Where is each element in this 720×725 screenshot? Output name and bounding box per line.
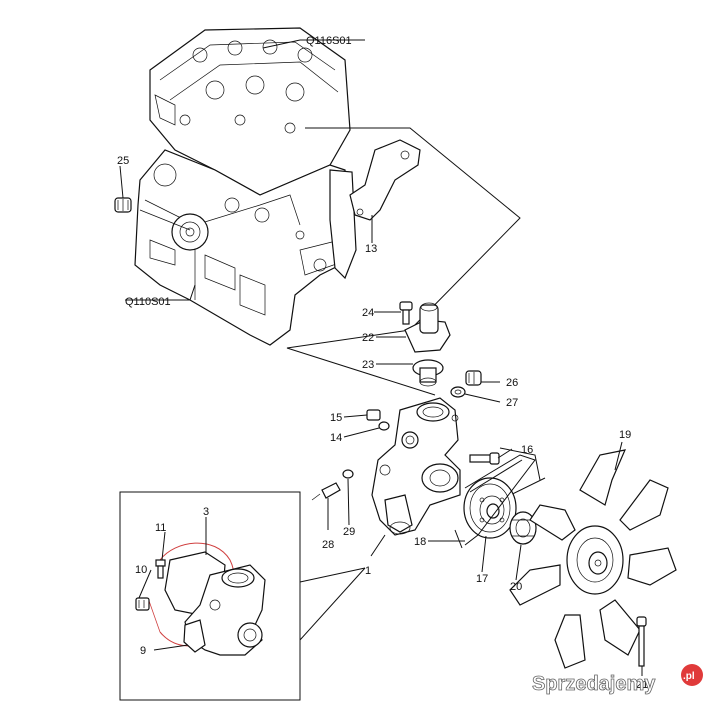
block-code-label: Q110S01 <box>125 296 171 308</box>
callout-16: 16 <box>521 444 533 456</box>
callout-26: 26 <box>506 377 518 389</box>
gasket-part-13 <box>349 139 421 221</box>
callout-labels: Q116S01 Q110S01 25 13 24 22 23 26 27 15 … <box>117 35 648 691</box>
leader-lines <box>119 39 643 676</box>
callout-22: 22 <box>362 332 374 344</box>
callout-28: 28 <box>322 539 334 551</box>
callout-29: 29 <box>343 526 355 538</box>
callout-13: 13 <box>365 243 377 255</box>
callout-1: 1 <box>365 565 371 577</box>
callout-23: 23 <box>362 359 374 371</box>
watermark-suffix: .pl <box>683 671 695 682</box>
thermostat-part-23 <box>412 359 444 387</box>
watermark: Sprzedajemy .pl <box>532 664 703 695</box>
sensor-part-28 <box>311 482 341 501</box>
watermark-text: Sprzedajemy <box>532 673 656 695</box>
washer-part-29 <box>342 469 354 479</box>
v-belt-part-18 <box>454 454 536 549</box>
pulley-part-17 <box>463 477 517 539</box>
watermark-badge-icon <box>681 664 703 686</box>
water-pump-part-1 <box>371 397 461 536</box>
plug-part-26 <box>465 370 482 386</box>
callout-3: 3 <box>203 506 209 518</box>
callout-21: 21 <box>636 679 648 691</box>
callout-24: 24 <box>362 307 374 319</box>
callout-20: 20 <box>510 581 522 593</box>
callout-27: 27 <box>506 397 518 409</box>
washer-part-27 <box>450 386 466 398</box>
callout-10: 10 <box>135 564 147 576</box>
bolt-part-16 <box>469 452 500 465</box>
callout-14: 14 <box>330 432 342 444</box>
plug-part-15 <box>366 409 381 421</box>
callout-25: 25 <box>117 155 129 167</box>
head-code-label: Q116S01 <box>306 35 352 47</box>
washer-part-14 <box>378 421 390 431</box>
thermostat-cover-part-22 <box>404 302 451 353</box>
callout-11: 11 <box>155 522 166 534</box>
inset-detail-box <box>119 491 366 701</box>
callout-17: 17 <box>476 573 488 585</box>
callout-18: 18 <box>414 536 426 548</box>
callout-15: 15 <box>330 412 342 424</box>
bolt-part-21 <box>636 616 647 667</box>
callout-9: 9 <box>140 645 146 657</box>
cooling-fan-part-19 <box>509 449 677 669</box>
oil-plug-part-25 <box>114 197 132 213</box>
engine-assembly <box>114 27 357 346</box>
bolt-part-24 <box>399 301 413 325</box>
callout-19: 19 <box>619 429 631 441</box>
